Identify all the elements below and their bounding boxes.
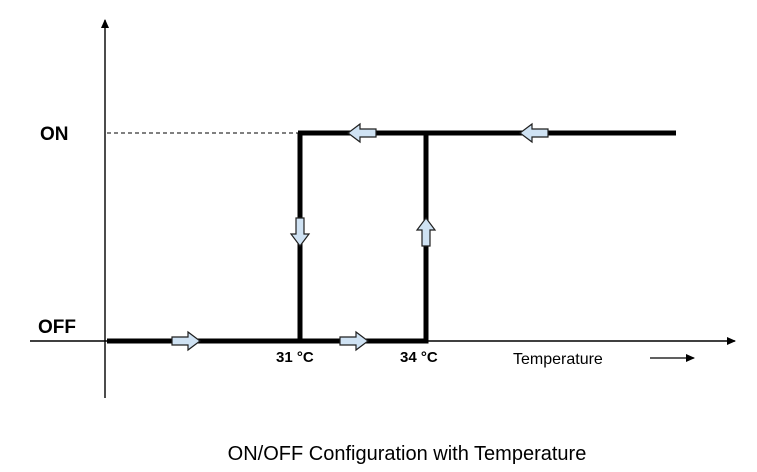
right-arrow-icon: [171, 330, 201, 352]
down-arrow-icon: [289, 217, 311, 247]
up-arrow-icon: [415, 217, 437, 247]
diagram-caption: ON/OFF Configuration with Temperature: [228, 443, 587, 465]
left-arrow-icon: [347, 122, 377, 144]
hysteresis-curve: [107, 130, 676, 344]
temp-31-label: 31 °C: [276, 349, 314, 366]
temp-34-label: 34 °C: [400, 349, 438, 366]
on-label: ON: [40, 124, 69, 145]
right-arrow-icon: [339, 330, 369, 352]
left-arrow-icon: [519, 122, 549, 144]
temperature-axis-label: Temperature: [513, 351, 603, 368]
off-label: OFF: [38, 317, 76, 338]
